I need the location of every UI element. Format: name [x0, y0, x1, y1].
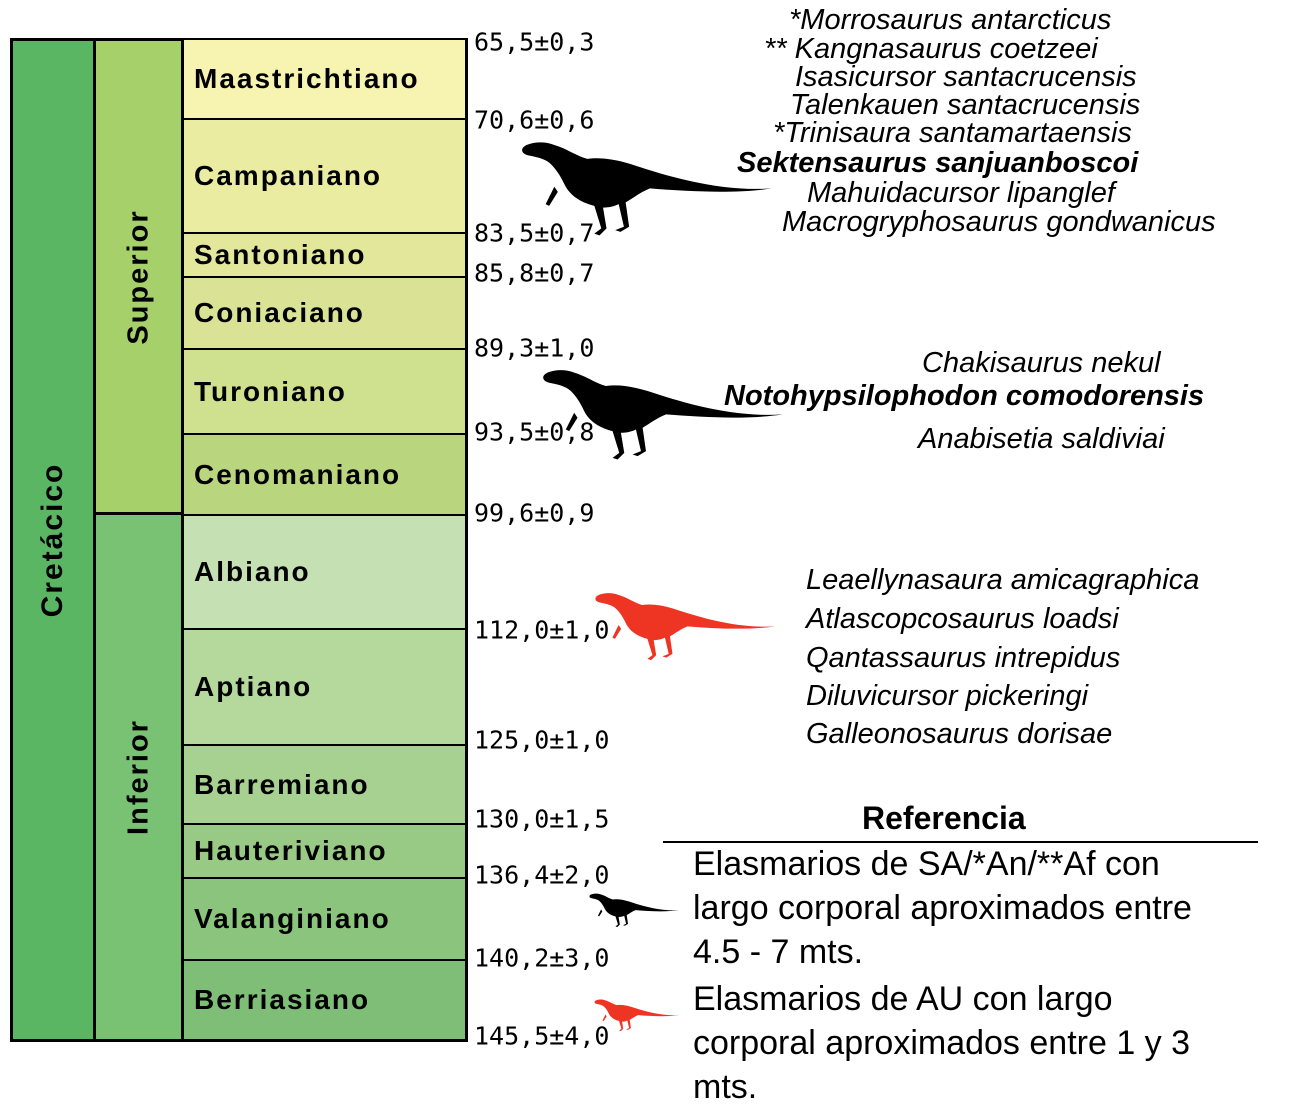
legend-item-large: Elasmarios de SA/*An/**Af con largo corp… — [693, 842, 1283, 974]
age-label: 70,6±0,6 — [474, 106, 594, 135]
silhouette-shape — [595, 593, 775, 660]
period-column: Cretácico — [10, 38, 96, 1042]
legend-text-line: corporal aproximados entre 1 y 3 — [693, 1021, 1283, 1065]
legend-silhouette-red — [588, 998, 688, 1032]
stage-label: Albiano — [194, 556, 311, 588]
age-label: 136,4±2,0 — [474, 861, 609, 890]
legend-text-line: Elasmarios de AU con largo — [693, 977, 1283, 1021]
stage-label: Aptiano — [194, 671, 312, 703]
silhouette-shape — [543, 370, 783, 459]
stage-barremiano: Barremiano — [181, 744, 468, 823]
age-label: 130,0±1,5 — [474, 805, 609, 834]
species-name: *Trinisaura santamartaensis — [773, 117, 1132, 150]
stage-label: Hauteriviano — [194, 835, 388, 867]
legend-text-line: mts. — [693, 1065, 1283, 1109]
species-name: Qantassaurus intrepidus — [806, 642, 1120, 675]
stage-label: Valanginiano — [194, 903, 391, 935]
stage-albiano: Albiano — [181, 514, 468, 628]
stage-label: Coniaciano — [194, 297, 365, 329]
age-label: 89,3±1,0 — [474, 334, 594, 363]
dinosaur-silhouette-black-large — [500, 138, 800, 238]
stage-label: Santoniano — [194, 239, 366, 271]
stage-label: Berriasiano — [194, 984, 370, 1016]
legend-title: Referencia — [862, 800, 1026, 837]
legend-text-line: largo corporal aproximados entre — [693, 886, 1283, 930]
silhouette-shape — [522, 142, 772, 235]
stage-campaniano: Campaniano — [181, 118, 468, 232]
legend-silhouette-black — [583, 892, 688, 928]
species-name: Diluvicursor pickeringi — [806, 680, 1088, 713]
stage-berriasiano: Berriasiano — [181, 959, 468, 1042]
stage-aptiano: Aptiano — [181, 628, 468, 744]
species-name: Atlascopcosaurus loadsi — [806, 603, 1119, 636]
stage-label: Barremiano — [194, 769, 370, 801]
age-label: 99,6±0,9 — [474, 499, 594, 528]
species-name: Anabisetia saldiviai — [918, 423, 1165, 456]
species-name: Galleonosaurus dorisae — [806, 718, 1112, 751]
silhouette-shape — [589, 894, 679, 927]
silhouette-shape — [595, 999, 680, 1031]
epoch-superior: Superior — [93, 38, 184, 515]
age-label: 140,2±3,0 — [474, 944, 609, 973]
epoch-inferior: Inferior — [93, 512, 184, 1042]
stage-label: Cenomaniano — [194, 459, 401, 491]
stage-cenomaniano: Cenomaniano — [181, 433, 468, 514]
dinosaur-silhouette-black-medium — [518, 366, 814, 462]
species-name: Macrogryphosaurus gondwanicus — [782, 206, 1216, 239]
legend-text-line: Elasmarios de SA/*An/**Af con — [693, 842, 1283, 886]
epoch-label-superior: Superior — [122, 209, 155, 344]
species-name: Leaellynasaura amicagraphica — [806, 564, 1199, 597]
dinosaur-silhouette-red — [575, 590, 800, 662]
age-label: 125,0±1,0 — [474, 726, 609, 755]
stage-hauteriviano: Hauteriviano — [181, 823, 468, 877]
legend-item-small: Elasmarios de AU con largo corporal apro… — [693, 977, 1283, 1109]
stage-turoniano: Turoniano — [181, 348, 468, 433]
species-name: Chakisaurus nekul — [922, 347, 1161, 380]
stage-valanginiano: Valanginiano — [181, 877, 468, 959]
period-label: Cretácico — [36, 463, 70, 618]
stage-maastrichtiano: Maastrichtiano — [181, 38, 468, 118]
stage-santoniano: Santoniano — [181, 232, 468, 276]
stage-label: Maastrichtiano — [194, 63, 420, 95]
epoch-label-inferior: Inferior — [122, 719, 155, 835]
stage-coniaciano: Coniaciano — [181, 276, 468, 348]
legend-text-line: 4.5 - 7 mts. — [693, 930, 1283, 974]
age-label: 65,5±0,3 — [474, 28, 594, 57]
age-label: 85,8±0,7 — [474, 259, 594, 288]
stage-label: Campaniano — [194, 160, 382, 192]
stage-label: Turoniano — [194, 376, 347, 408]
